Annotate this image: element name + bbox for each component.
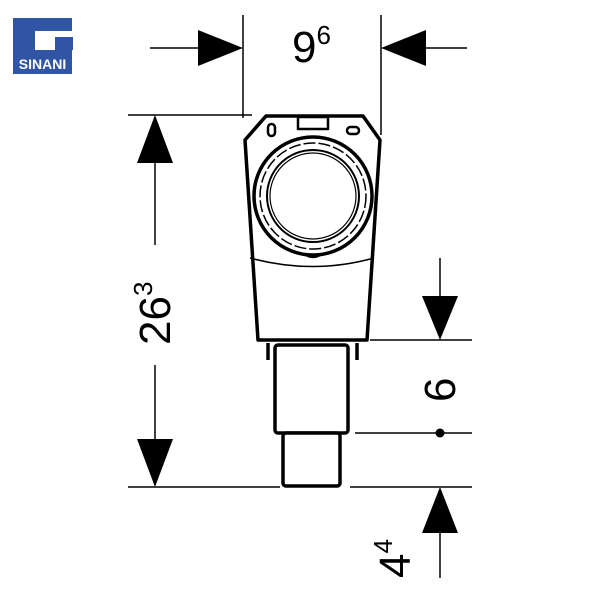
dimension-arrows [137, 30, 458, 533]
offset-label: 44 [368, 539, 420, 578]
height-label: 263 [128, 282, 180, 345]
siphon-part [243, 114, 382, 488]
width-label: 96 [292, 20, 331, 72]
arrow-up-icon [422, 487, 458, 533]
reference-dot [435, 428, 445, 438]
outlet-label: 6 [416, 378, 465, 402]
brand-logo-text: SINANI [18, 56, 67, 72]
arrow-left-icon [381, 30, 426, 66]
arrow-right-icon [198, 30, 243, 66]
brand-logo: SINANI [13, 18, 73, 74]
dimension-labels: 96 263 6 44 [128, 20, 465, 578]
dimension-lines [128, 15, 472, 578]
arrow-down-icon [137, 439, 173, 487]
arrow-down-icon [422, 296, 458, 340]
arrow-up-icon [137, 115, 173, 163]
